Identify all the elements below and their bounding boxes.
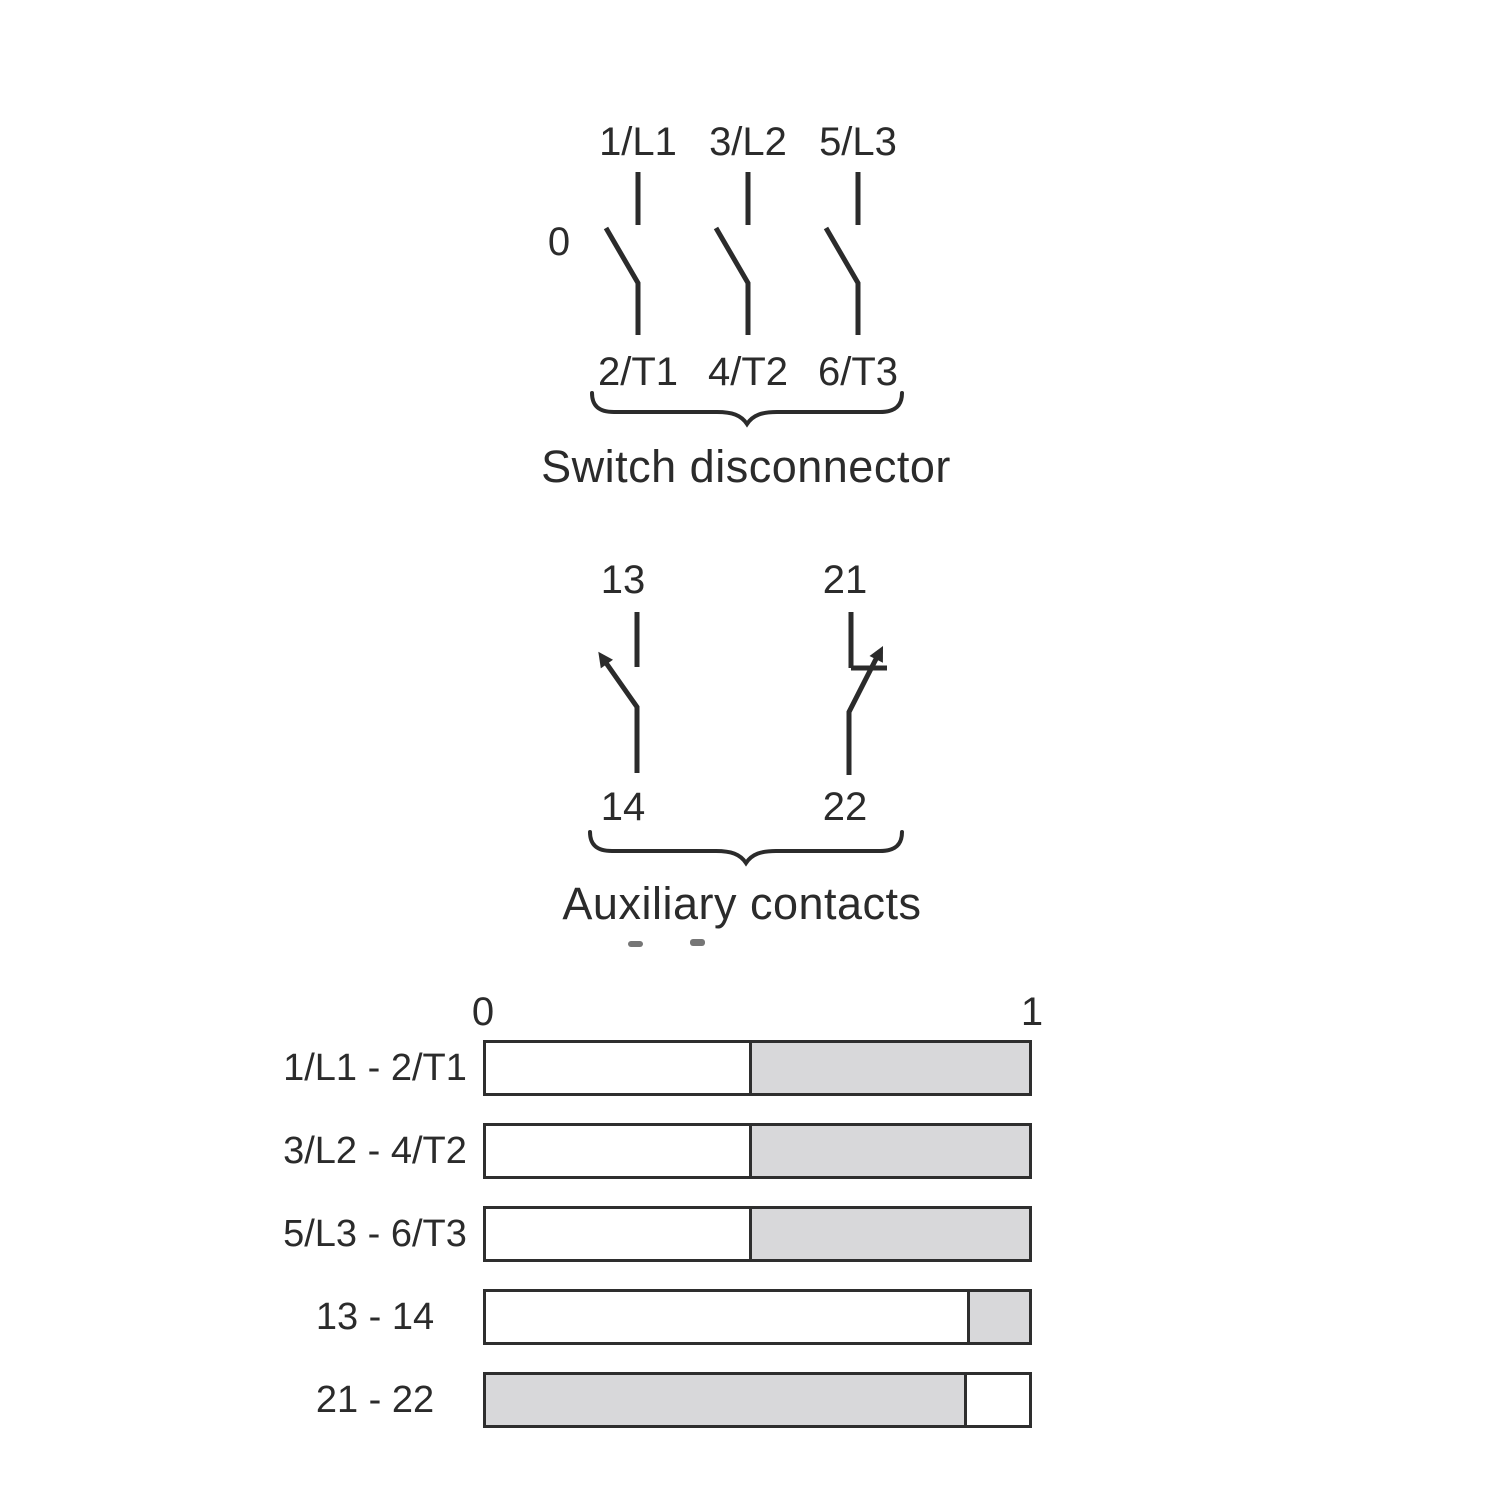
aux-no-bottom-terminal-label: 14	[600, 785, 646, 829]
bar-segment-open	[486, 1292, 967, 1342]
pole1-bottom-terminal-label: 2/T1	[597, 350, 679, 394]
switch-pole-3-symbol	[823, 172, 861, 335]
bar-segment-closed	[749, 1126, 1029, 1176]
bar-segment-closed	[966, 1292, 1029, 1342]
aux-no-contact-symbol	[598, 612, 640, 773]
pole2-top-terminal-label: 3/L2	[709, 120, 787, 164]
pole3-top-terminal-label: 5/L3	[819, 120, 897, 164]
travel-bar-aux-no	[483, 1289, 1032, 1345]
travel-bar-pole3	[483, 1206, 1032, 1262]
axis-tick-0: 0	[471, 990, 495, 1034]
contact-motion-arrow-icon	[598, 651, 613, 669]
travel-row-label-5: 21 - 22	[315, 1379, 435, 1421]
travel-bar-pole1	[483, 1040, 1032, 1096]
aux-nc-contact-symbol	[846, 612, 887, 775]
auxiliary-contacts-caption: Auxiliary contacts	[562, 878, 922, 929]
travel-row-label-2: 3/L2 - 4/T2	[283, 1130, 467, 1172]
travel-row-label-1: 1/L1 - 2/T1	[283, 1047, 467, 1089]
travel-bar-pole2	[483, 1123, 1032, 1179]
bar-segment-closed	[486, 1375, 964, 1425]
switch-position-label: 0	[547, 220, 571, 264]
travel-bar-aux-nc	[483, 1372, 1032, 1428]
bar-segment-open	[486, 1043, 750, 1093]
travel-row-label-3: 5/L3 - 6/T3	[283, 1213, 467, 1255]
axis-tick-1: 1	[1020, 990, 1044, 1034]
bar-segment-closed	[749, 1043, 1029, 1093]
switch-disconnector-brace	[590, 391, 904, 428]
cropped-text-remnant	[628, 939, 705, 947]
travel-row-label-4: 13 - 14	[315, 1296, 435, 1338]
aux-no-top-terminal-label: 13	[600, 558, 646, 602]
switch-pole-1-symbol	[603, 172, 641, 335]
switch-pole-2-symbol	[713, 172, 751, 335]
bar-segment-open	[486, 1209, 750, 1259]
bar-segment-open	[963, 1375, 1029, 1425]
contact-motion-arrow-icon	[869, 646, 883, 663]
pole1-top-terminal-label: 1/L1	[599, 120, 677, 164]
pole2-bottom-terminal-label: 4/T2	[707, 350, 789, 394]
aux-nc-bottom-terminal-label: 22	[822, 785, 868, 829]
pole3-bottom-terminal-label: 6/T3	[817, 350, 899, 394]
auxiliary-contacts-brace	[588, 830, 904, 867]
aux-nc-top-terminal-label: 21	[822, 558, 868, 602]
bar-segment-closed	[749, 1209, 1029, 1259]
switch-disconnector-caption: Switch disconnector	[541, 441, 951, 492]
bar-segment-open	[486, 1126, 750, 1176]
